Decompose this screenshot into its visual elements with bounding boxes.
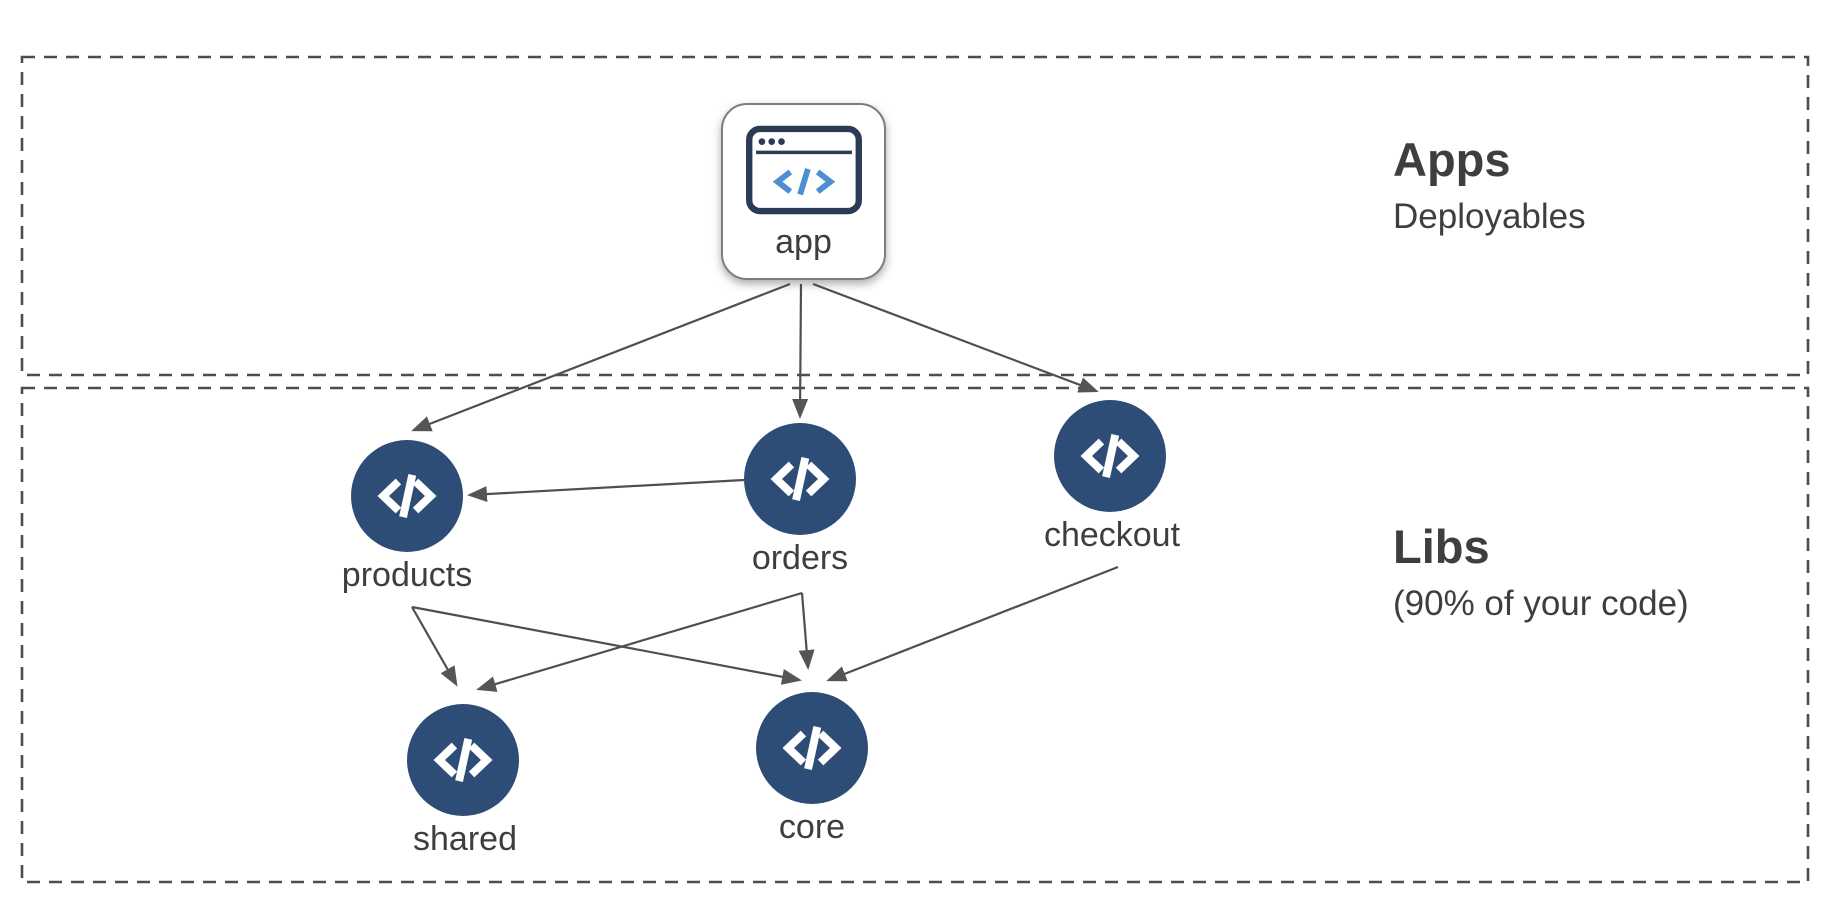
node-app: app [721,103,886,280]
edge-app-products [411,282,791,432]
edge-app-orders [792,283,809,419]
edge-orders-products [467,478,745,503]
apps-section-label: Apps Deployables [1393,136,1586,234]
browser-code-icon [745,125,862,215]
edge-app-checkout [812,282,1099,393]
node-shared-label: shared [413,820,517,858]
code-brackets-icon [433,738,493,782]
libs-section-box [20,386,1810,884]
edge-products-shared [411,606,458,687]
edge-products-core [411,605,802,685]
node-checkout [1054,400,1166,512]
edge-orders-shared [476,591,803,692]
node-products [351,440,463,552]
libs-section-title: Libs [1393,520,1490,573]
apps-section-title: Apps [1393,133,1511,186]
code-brackets-icon [782,726,842,770]
apps-section-box [20,55,1810,377]
node-core-label: core [778,808,846,846]
node-orders [744,423,856,535]
node-app-label: app [775,223,832,261]
node-checkout-label: checkout [1043,516,1181,554]
edge-orders-core [798,592,815,670]
apps-section-subtitle: Deployables [1393,197,1586,236]
libs-section-label: Libs (90% of your code) [1393,523,1689,621]
code-brackets-icon [770,457,830,501]
node-shared [407,704,519,816]
node-products-label: products [341,556,473,594]
code-brackets-icon [377,474,437,518]
edge-checkout-core [826,565,1119,682]
code-brackets-icon [1080,434,1140,478]
node-orders-label: orders [751,539,849,577]
libs-section-subtitle: (90% of your code) [1393,584,1689,623]
node-core [756,692,868,804]
